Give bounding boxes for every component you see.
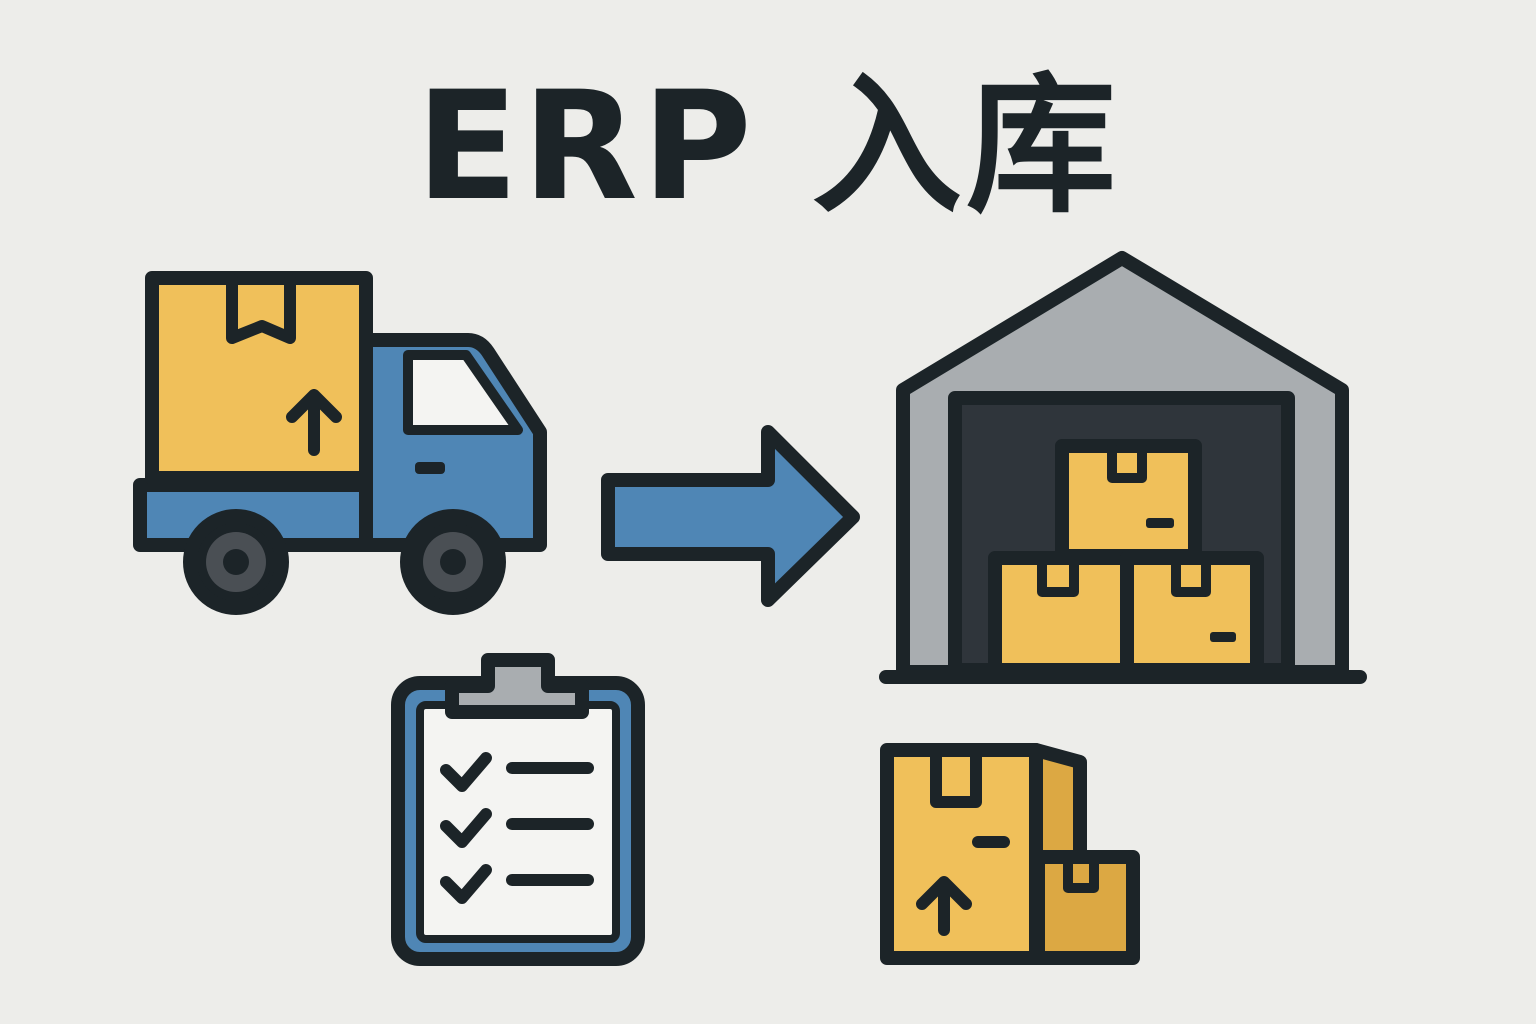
warehouse-icon <box>879 251 1367 684</box>
box-icon <box>988 551 1134 677</box>
stacked-boxes-icon <box>880 743 1140 965</box>
delivery-truck-icon <box>133 271 547 615</box>
box-icon <box>1055 439 1202 563</box>
wheel-icon <box>400 509 506 615</box>
checklist-clipboard-icon <box>391 653 645 966</box>
right-arrow-icon <box>601 425 860 607</box>
wheel-icon <box>183 509 289 615</box>
page-title: ERP 入库 <box>415 60 1121 234</box>
box-icon <box>1120 551 1264 677</box>
